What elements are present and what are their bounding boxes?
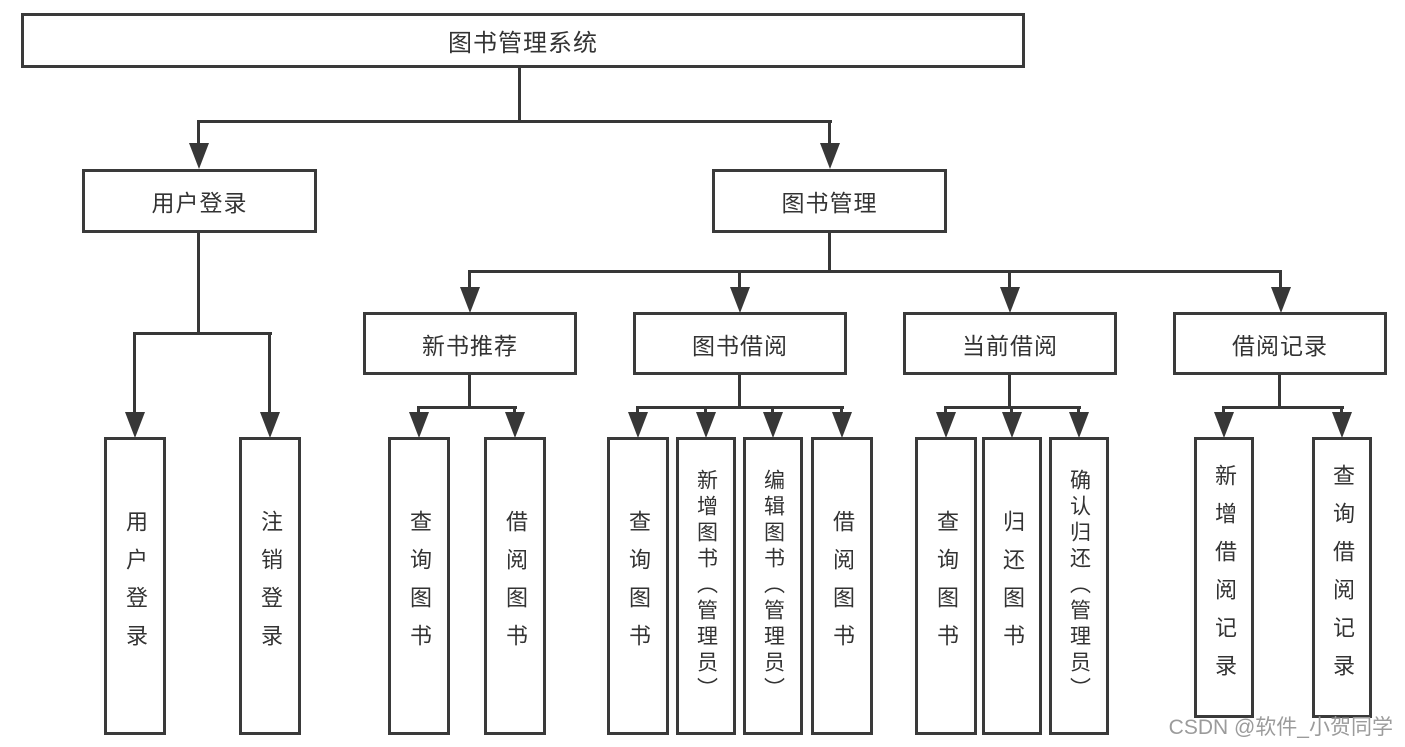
connector-line (197, 120, 200, 152)
connector-line (133, 332, 272, 335)
node-new-book-recommend: 新书推荐 (363, 312, 577, 375)
leaf-borrow-book: 借阅图书 (484, 437, 546, 735)
leaf-query-borrow-record: 查询借阅记录 (1312, 437, 1372, 718)
node-label: 新书推荐 (422, 332, 518, 359)
node-current-borrow: 当前借阅 (903, 312, 1117, 375)
node-label: 查询图书 (626, 510, 651, 662)
connector-line (518, 68, 521, 122)
leaf-return-book: 归还图书 (982, 437, 1042, 735)
arrow-down-icon (696, 412, 716, 438)
node-label: 确认归还（管理员） (1067, 469, 1091, 703)
arrow-down-icon (260, 412, 280, 438)
node-label: 借阅图书 (503, 510, 528, 662)
connector-line (828, 233, 831, 272)
arrow-down-icon (832, 412, 852, 438)
leaf-borrow-book: 借阅图书 (811, 437, 873, 735)
node-user-login: 用户登录 (82, 169, 317, 233)
node-label: 注销登录 (258, 510, 283, 662)
leaf-add-borrow-record: 新增借阅记录 (1194, 437, 1254, 718)
node-label: 图书管理 (781, 190, 878, 216)
arrow-down-icon (1069, 412, 1089, 438)
node-library-system: 图书管理系统 (21, 13, 1025, 68)
node-label: 新增图书（管理员） (694, 469, 718, 703)
node-label: 借阅记录 (1232, 332, 1328, 359)
node-label: 归还图书 (1000, 510, 1025, 662)
leaf-confirm-return-admin: 确认归还（管理员） (1049, 437, 1109, 735)
connector-line (636, 406, 844, 409)
arrow-down-icon (189, 143, 209, 169)
arrow-down-icon (730, 287, 750, 313)
connector-line (1222, 406, 1344, 409)
arrow-down-icon (409, 412, 429, 438)
leaf-query-book: 查询图书 (915, 437, 977, 735)
arrow-down-icon (1000, 287, 1020, 313)
node-label: 新增借阅记录 (1212, 463, 1237, 692)
arrow-down-icon (460, 287, 480, 313)
node-label: 图书借阅 (692, 332, 788, 359)
connector-line (738, 270, 741, 292)
arrow-down-icon (1214, 412, 1234, 438)
arrow-down-icon (1271, 287, 1291, 313)
connector-line (738, 375, 741, 408)
connector-line (1008, 375, 1011, 408)
node-label: 当前借阅 (962, 332, 1058, 359)
node-book-borrow: 图书借阅 (633, 312, 847, 375)
node-label: 查询借阅记录 (1330, 463, 1355, 692)
connector-line (1278, 375, 1281, 408)
node-label: 查询图书 (934, 510, 959, 662)
leaf-edit-book-admin: 编辑图书（管理员） (743, 437, 803, 735)
node-label: 用户登录 (151, 190, 248, 216)
arrow-down-icon (1332, 412, 1352, 438)
connector-line (417, 406, 517, 409)
connector-line (468, 270, 471, 292)
node-label: 查询图书 (407, 510, 432, 662)
arrow-down-icon (1002, 412, 1022, 438)
connector-line (268, 332, 271, 416)
leaf-user-login: 用户登录 (104, 437, 166, 735)
arrow-down-icon (936, 412, 956, 438)
arrow-down-icon (125, 412, 145, 438)
arrow-down-icon (505, 412, 525, 438)
node-label: 编辑图书（管理员） (761, 469, 785, 703)
node-borrow-records: 借阅记录 (1173, 312, 1387, 375)
connector-line (828, 120, 831, 152)
leaf-query-book: 查询图书 (388, 437, 450, 735)
connector-line (1279, 270, 1282, 292)
connector-line (1008, 270, 1011, 292)
connector-line (468, 375, 471, 408)
node-label: 用户登录 (123, 510, 148, 662)
leaf-query-book: 查询图书 (607, 437, 669, 735)
leaf-logout: 注销登录 (239, 437, 301, 735)
node-label: 借阅图书 (830, 510, 855, 662)
connector-line (198, 120, 832, 123)
node-book-management: 图书管理 (712, 169, 947, 233)
connector-line (197, 233, 200, 332)
csdn-watermark: CSDN @软件_小贺同学 (1168, 716, 1393, 739)
leaf-add-book-admin: 新增图书（管理员） (676, 437, 736, 735)
node-label: 图书管理系统 (448, 30, 598, 57)
arrow-down-icon (763, 412, 783, 438)
arrow-down-icon (820, 143, 840, 169)
connector-line (468, 270, 1282, 273)
arrow-down-icon (628, 412, 648, 438)
connector-line (133, 332, 136, 416)
